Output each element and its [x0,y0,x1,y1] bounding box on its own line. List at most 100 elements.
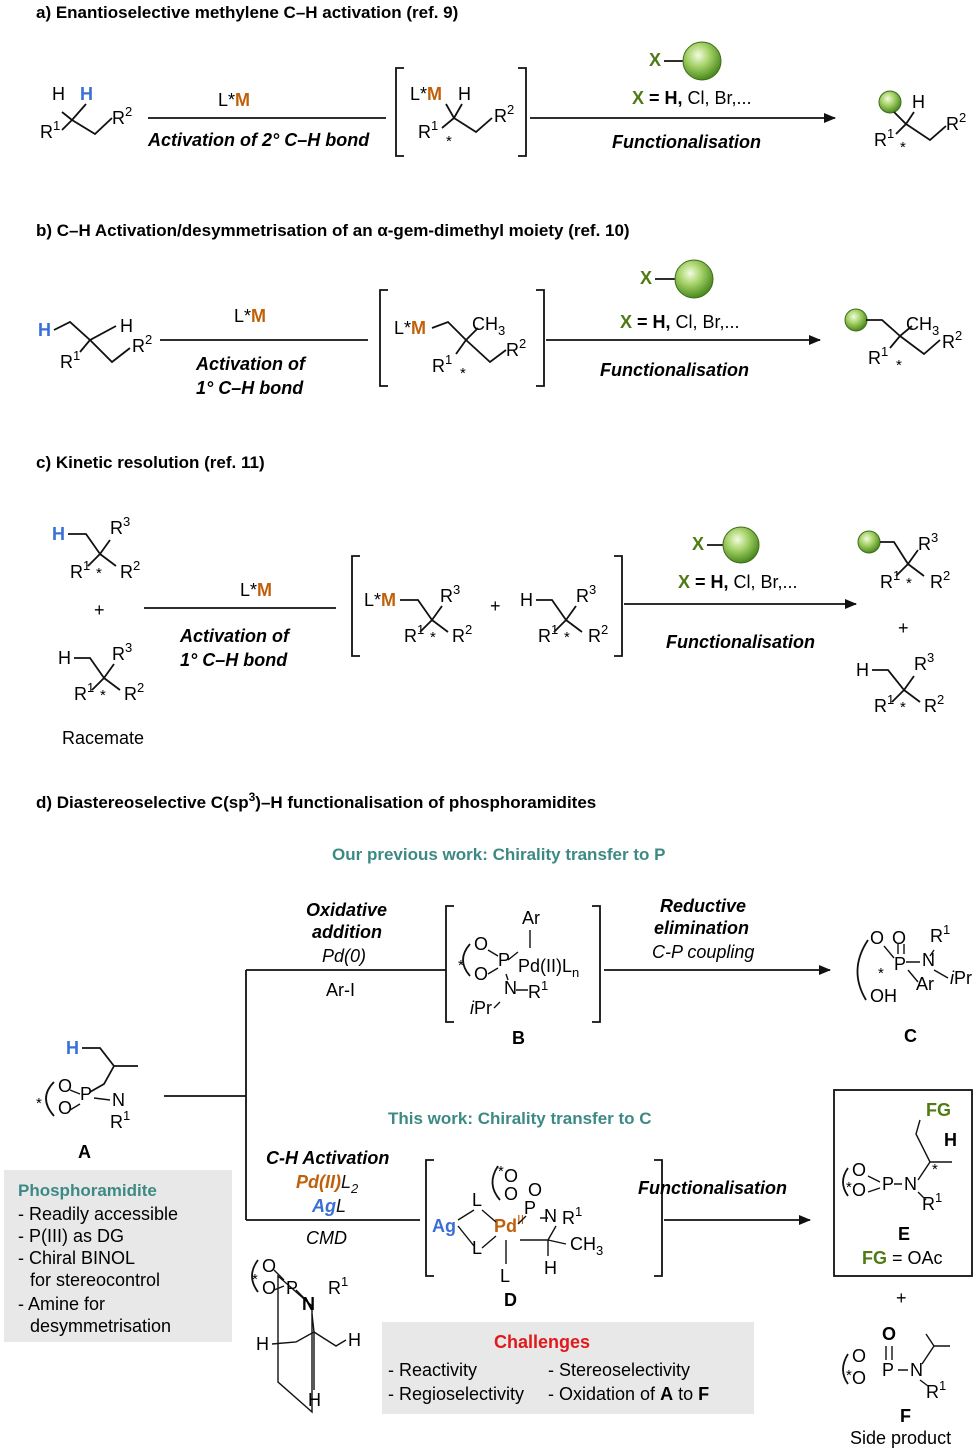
challenge-right-2: - Oxidation of A to F [548,1384,709,1404]
label-d: D [504,1290,517,1310]
int-b-r2: R2 [506,336,526,360]
m-p: P [286,1278,298,1298]
red-elim-1: Reductive [660,896,746,916]
b-r1: R1 [60,348,80,372]
ox-addition-1: Oxidative [306,900,387,920]
int-b-star: * [460,365,466,382]
c-r3: R3 [110,514,130,538]
pc2-h: H [856,660,869,680]
prod-a-h: H [912,92,925,112]
f-o1: O [852,1346,866,1366]
m-h1: H [256,1334,269,1354]
int-a-h: H [458,84,471,104]
product-a-ball-icon [878,90,902,114]
red-elim-2: elimination [654,918,749,938]
b-ipr: iPr [470,998,492,1018]
section-a: a) Enantioselective methylene C–H activa… [36,3,966,157]
x-label: X [649,50,661,70]
f-o2: O [852,1368,866,1388]
d-p: P [524,1198,536,1218]
f-r1: R1 [926,1378,946,1402]
xeq-b: X = H, Cl, Br,... [620,312,740,332]
bracket-left-c [351,555,360,657]
f-star: * [846,1367,852,1384]
bracket-left-b-int [445,905,454,1023]
int-a-r1: R1 [418,118,438,142]
b-o1: O [474,934,488,954]
product-b-ball-icon [844,308,868,332]
xeq-c: X = H, Cl, Br,... [678,572,798,592]
c-star: * [96,565,102,582]
b-n: N [504,978,517,998]
fg-eq: FG = OAc [862,1248,943,1268]
e-h: H [944,1130,957,1150]
e-o1: O [852,1160,866,1180]
pc2-r2: R2 [924,692,944,716]
a-p: P [80,1084,92,1104]
prod-a-r2: R2 [946,110,966,134]
atom-r2: R2 [112,104,132,128]
d-n: N [544,1206,557,1226]
d-o3: O [504,1184,518,1204]
cond-b1: Activation of [195,354,307,374]
e-r1: R1 [922,1190,942,1214]
int-c-lm: L*M [364,590,396,610]
c-ar: Ar [916,974,934,994]
bracket-right-a [518,67,527,157]
c-oh: OH [870,986,897,1006]
section-b-title: b) C–H Activation/desymmetrisation of an… [36,221,630,240]
d-r1: R1 [562,1204,582,1228]
cat-b: L*M [234,306,266,326]
ari-label: Ar-I [326,980,355,1000]
m-r1: R1 [328,1274,348,1298]
agl-label: AgL [311,1196,346,1216]
section-c-title: c) Kinetic resolution (ref. 11) [36,453,265,472]
a-r1: R1 [110,1108,130,1132]
c-ipr: iPr [950,968,972,988]
int-b-r1: R1 [432,352,452,376]
d-h: H [544,1258,557,1278]
b-h: H [120,316,133,336]
label-c: C [904,1026,917,1046]
a-o1: O [58,1076,72,1096]
challenge-left-1: - Reactivity [388,1360,477,1380]
cp-coupling: C-P coupling [652,942,754,962]
c-x-label: X [692,534,704,554]
f-n: N [910,1360,923,1380]
c2-r3: R3 [112,640,132,664]
b-ball-icon [674,259,714,299]
c-r1: R1 [930,922,950,946]
section-a-title: a) Enantioselective methylene C–H activa… [36,3,458,22]
branch-lines [164,969,446,1221]
b-x-label: X [640,268,652,288]
c-n: N [922,950,935,970]
ox-addition-2: addition [312,922,382,942]
m-star: * [252,1271,258,1288]
label-e: E [898,1224,910,1244]
e-fg: FG [926,1100,951,1120]
b-pd: Pd(II)Ln [518,956,579,980]
phos-item-3: - Chiral BINOL [18,1248,135,1268]
xeq-a: X = H, Cl, Br,... [632,88,752,108]
prod-a-r1: R1 [874,126,894,150]
b-h-blue: H [38,320,51,340]
cond-a: Activation of 2° C–H bond [147,130,370,150]
b-ar: Ar [522,908,540,928]
f-o: O [882,1324,896,1344]
func-c: Functionalisation [666,632,815,652]
int-c2-r3: R3 [576,582,596,606]
int-c2-r1: R1 [538,622,558,646]
pc2-star: * [900,699,906,716]
e-star: * [932,1161,938,1178]
pc-r2: R2 [930,568,950,592]
d-o1: O [504,1166,518,1186]
int-a-lm: L*M [410,84,442,104]
bracket-left-a [395,67,404,157]
e-p: P [882,1174,894,1194]
this-work-label: This work: Chirality transfer to C [388,1109,652,1128]
ch-activation: C-H Activation [266,1148,389,1168]
cond-b2: 1° C–H bond [196,378,304,398]
transition-model: O O * P N R1 H H H [251,1256,361,1414]
pc2-r1: R1 [874,692,894,716]
c2-h: H [58,648,71,668]
